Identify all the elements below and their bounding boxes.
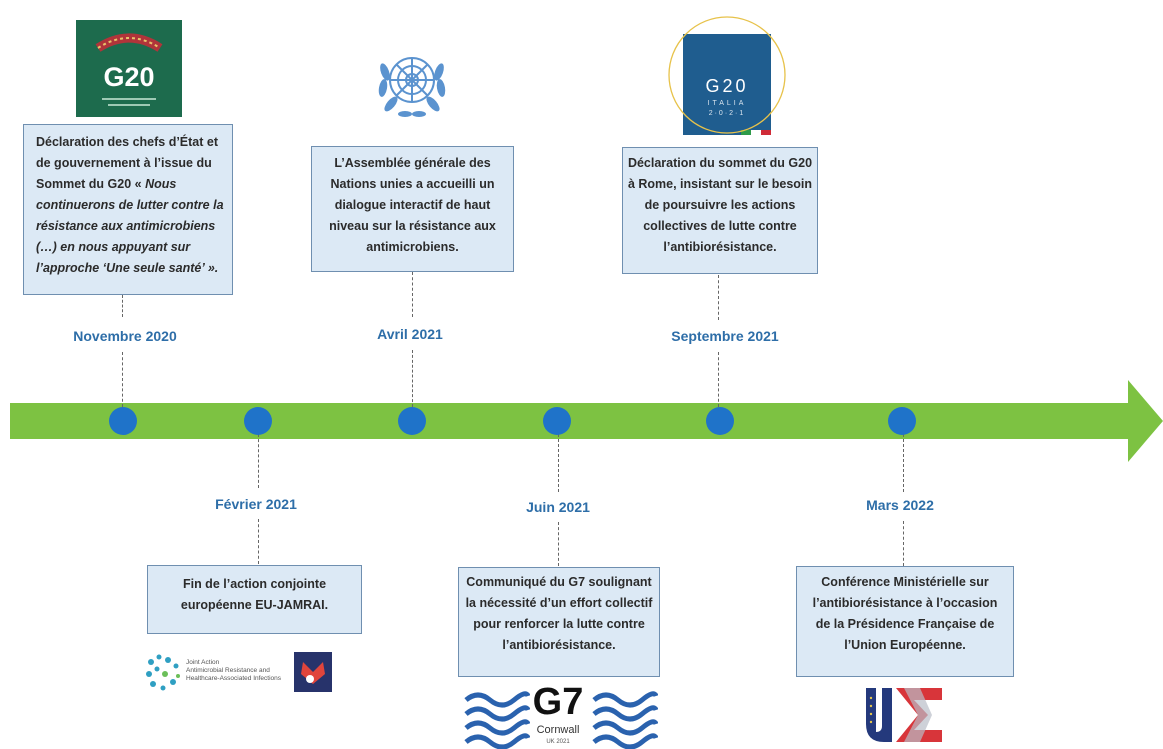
date-label: Mars 2022 [866, 497, 934, 513]
event-line: pour renforcer la lutte contre [473, 617, 645, 631]
event-line: européenne EU-JAMRAI. [180, 598, 329, 612]
g7-waves-right-icon [592, 691, 658, 749]
event-box-novembre-2020: Déclaration des chefs d’État et de gouve… [23, 124, 233, 295]
g20-riyadh-logo: G20 [76, 20, 182, 117]
g20-italia-logo-subtext: ITALIA [707, 100, 747, 107]
italia-flag-stripe [751, 130, 761, 135]
french-eu-presidency-logo [866, 688, 942, 742]
event-line: Déclaration des chefs d’État et [36, 135, 219, 149]
event-box-fevrier-2021: Fin de l’action conjointe européenne EU-… [147, 565, 362, 634]
event-line: L’Assemblée générale des [334, 156, 491, 170]
connector-mars-2022-top [903, 434, 904, 492]
italia-flag-stripe [761, 130, 771, 135]
eu-jamrai-logo-text-line: Antimicrobial Resistance and [186, 667, 270, 674]
event-line-text: Sommet du G20 « [36, 177, 146, 191]
connector-septembre-2021-top [718, 275, 719, 320]
event-box-septembre-2021: Déclaration du sommet du G20 à Rome, ins… [622, 147, 818, 274]
event-line: Nations unies a accueilli un [330, 177, 495, 191]
event-line: de poursuivre les actions [644, 198, 796, 212]
timeline-dot-avril-2021 [398, 407, 426, 435]
event-line: Déclaration du sommet du G20 [627, 156, 813, 170]
event-line: dialogue interactif de haut [334, 198, 491, 212]
g20-riyadh-logo-text: G20 [103, 62, 155, 92]
timeline-dot-juin-2021 [543, 407, 571, 435]
eu-jamrai-logo-text-line: Joint Action [186, 659, 220, 666]
event-line: l’antibiorésistance à l’occasion [812, 596, 998, 610]
event-line: résistance aux antimicrobiens [36, 219, 216, 233]
connector-novembre-2020-bottom [122, 352, 123, 407]
g20-italia-logo: G20 ITALIA 2·0·2·1 [683, 34, 771, 135]
timeline-arrow [10, 380, 1163, 462]
event-line-text: (…) en nous appuyant sur [36, 240, 191, 254]
event-line: (…) en nous appuyant sur [36, 237, 224, 258]
timeline-dot-mars-2022 [888, 407, 916, 435]
g7-cornwall-logo-subtext: Cornwall [536, 724, 580, 736]
connector-fevrier-2021-bottom [258, 519, 259, 564]
g7-waves-left-icon [464, 691, 530, 749]
date-label: Juin 2021 [526, 499, 590, 515]
timeline-dot-novembre-2020 [109, 407, 137, 435]
g7-cornwall-logo-text: G7 [532, 681, 584, 723]
event-box-mars-2022: Conférence Ministérielle sur l’antibioré… [796, 566, 1014, 677]
italia-flag-stripe [741, 130, 751, 135]
connector-septembre-2021-bottom [718, 352, 719, 407]
g7-cornwall-logo-subtext2: UK 2021 [546, 739, 570, 745]
eu-jamrai-square-icon [294, 652, 332, 692]
connector-juin-2021-bottom [558, 522, 559, 566]
connector-fevrier-2021-top [258, 434, 259, 488]
g20-italia-logo-text: G20 [705, 76, 749, 96]
date-label: Février 2021 [215, 496, 297, 512]
event-line: continuerons de lutter contre la [36, 198, 224, 212]
date-label: Avril 2021 [377, 326, 443, 342]
timeline-dot-fevrier-2021 [244, 407, 272, 435]
event-line: à Rome, insistant sur le besoin [627, 177, 813, 191]
eu-jamrai-molecule-icon [146, 654, 180, 691]
event-line: antimicrobiens. [366, 240, 459, 254]
event-line: Fin de l’action conjointe [182, 577, 327, 591]
event-line: Sommet du G20 « Nous [36, 174, 224, 195]
event-line: l’Union Européenne. [844, 638, 966, 652]
event-line: l’approche ‘Une seule santé’ ». [36, 261, 219, 275]
event-line: l’antibiorésistance. [502, 638, 616, 652]
event-line: la nécessité d’un effort collectif [465, 596, 653, 610]
connector-novembre-2020-top [122, 295, 123, 317]
connector-juin-2021-top [558, 434, 559, 492]
event-line-italic: Nous [145, 177, 177, 191]
eu-jamrai-logo-text-line: Healthcare-Associated Infections [186, 675, 282, 682]
timeline-dot-septembre-2021 [706, 407, 734, 435]
date-label: Septembre 2021 [671, 328, 779, 344]
un-emblem-icon [378, 57, 446, 117]
event-line: niveau sur la résistance aux [329, 219, 496, 233]
event-line: collectives de lutte contre [643, 219, 797, 233]
g20-italia-logo-subtext2: 2·0·2·1 [708, 110, 746, 117]
g20-riyadh-emblem-icon [95, 33, 163, 106]
date-label: Novembre 2020 [73, 328, 177, 344]
event-box-avril-2021: L’Assemblée générale des Nations unies a… [311, 146, 514, 272]
eu-jamrai-logo-text: Joint Action Antimicrobial Resistance an… [186, 659, 281, 683]
event-line: de la Présidence Française de [815, 617, 995, 631]
connector-mars-2022-bottom [903, 521, 904, 566]
connector-avril-2021-bottom [412, 350, 413, 407]
g20-italia-ring-icon [668, 16, 786, 134]
event-box-juin-2021: Communiqué du G7 soulignant la nécessité… [458, 567, 660, 677]
event-line: Communiqué du G7 soulignant [466, 575, 652, 589]
connector-avril-2021-top [412, 272, 413, 317]
event-line: Conférence Ministérielle sur [821, 575, 989, 589]
event-line: l’antibiorésistance. [663, 240, 777, 254]
event-line: de gouvernement à l’issue du [36, 156, 212, 170]
